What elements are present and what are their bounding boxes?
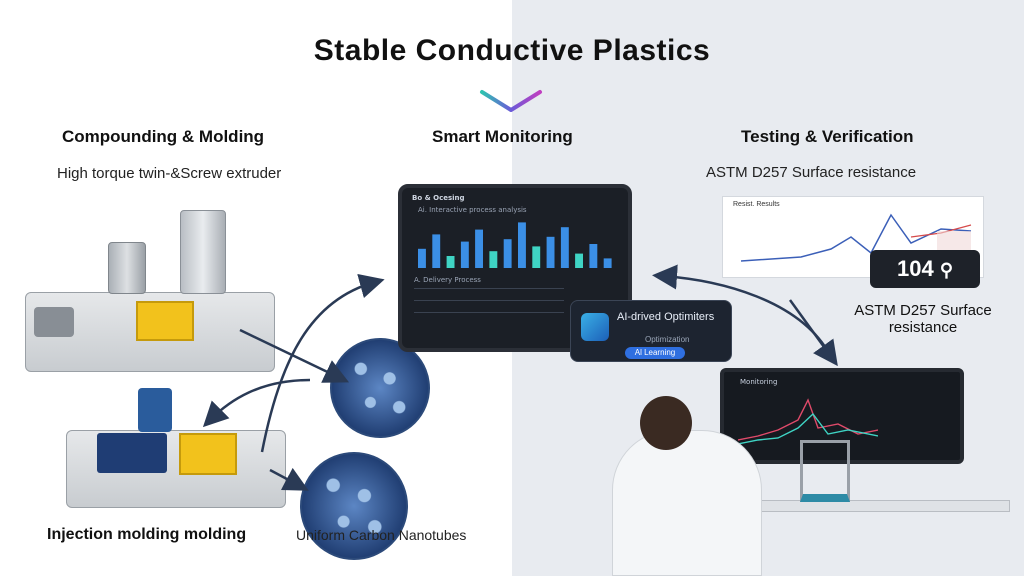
cnt-label: Uniform Carbon Nanotubes <box>296 527 467 543</box>
bar-4 <box>460 241 469 268</box>
bar-3 <box>446 256 455 268</box>
bar-7 <box>503 239 512 268</box>
cnt-microscopy-image-2 <box>300 452 408 560</box>
bar-11 <box>560 227 569 268</box>
tablet-subtitle: Ai. Interactive process analysis <box>418 206 527 214</box>
resistance-readout: 104 ⚲ <box>870 250 980 288</box>
bar-10 <box>546 236 555 268</box>
injection-molding-label: Injection molding molding <box>47 526 247 543</box>
lab-bench <box>740 500 1010 512</box>
cnt-microscopy-image-1 <box>330 338 430 438</box>
bar-9 <box>532 246 541 268</box>
bar-8 <box>518 222 526 268</box>
test-fixture <box>800 440 850 502</box>
bar-5 <box>475 229 483 268</box>
bar-chart <box>418 222 612 268</box>
monitor-line-chart <box>738 398 878 445</box>
scientist-head <box>640 396 692 450</box>
bar-1 <box>418 248 426 268</box>
extruder-description: High torque twin-&Screw extruder <box>57 165 282 182</box>
astm-description-bottom: ASTM D257 Surface resistance <box>854 302 992 336</box>
bar-14 <box>603 258 612 268</box>
sensor-icon: ⚲ <box>939 260 954 280</box>
bar-12 <box>575 253 583 268</box>
section-heading-monitoring: Smart Monitoring <box>432 127 573 146</box>
resistance-chart-title: Resist. Results <box>733 201 780 208</box>
extruder-motor <box>108 242 146 294</box>
section-heading-testing: Testing & Verification <box>741 127 914 146</box>
tablet-section-title: A. Delivery Process <box>414 276 481 284</box>
ai-card-title: AI-drived Optimiters <box>617 311 715 323</box>
testing-monitor: Monitoring <box>720 368 964 464</box>
extruder-machine <box>25 292 275 372</box>
injection-molding-machine <box>66 430 286 508</box>
section-heading-compounding: Compounding & Molding <box>62 127 265 146</box>
astm-description-top: ASTM D257 Surface resistance <box>706 164 917 181</box>
bar-6 <box>489 251 498 268</box>
resistance-value: 104 <box>896 256 934 281</box>
extruder-hopper <box>180 210 226 294</box>
bar-13 <box>589 244 598 268</box>
chevron-down-icon <box>480 90 542 112</box>
scientist <box>612 430 762 576</box>
monitor-title: Monitoring <box>740 378 778 386</box>
bar-2 <box>432 234 441 268</box>
ai-chip-icon <box>581 313 609 341</box>
ai-optimizer-card[interactable]: AI-drived Optimiters Optimization Al Lea… <box>570 300 732 362</box>
page-title: Stable Conductive Plastics <box>313 34 711 67</box>
ai-card-subtitle: Optimization <box>645 335 690 344</box>
tablet-title: Bo & Ocesing <box>412 194 465 202</box>
ai-learning-button[interactable]: Al Learning <box>625 347 685 359</box>
injection-motor <box>138 388 172 432</box>
